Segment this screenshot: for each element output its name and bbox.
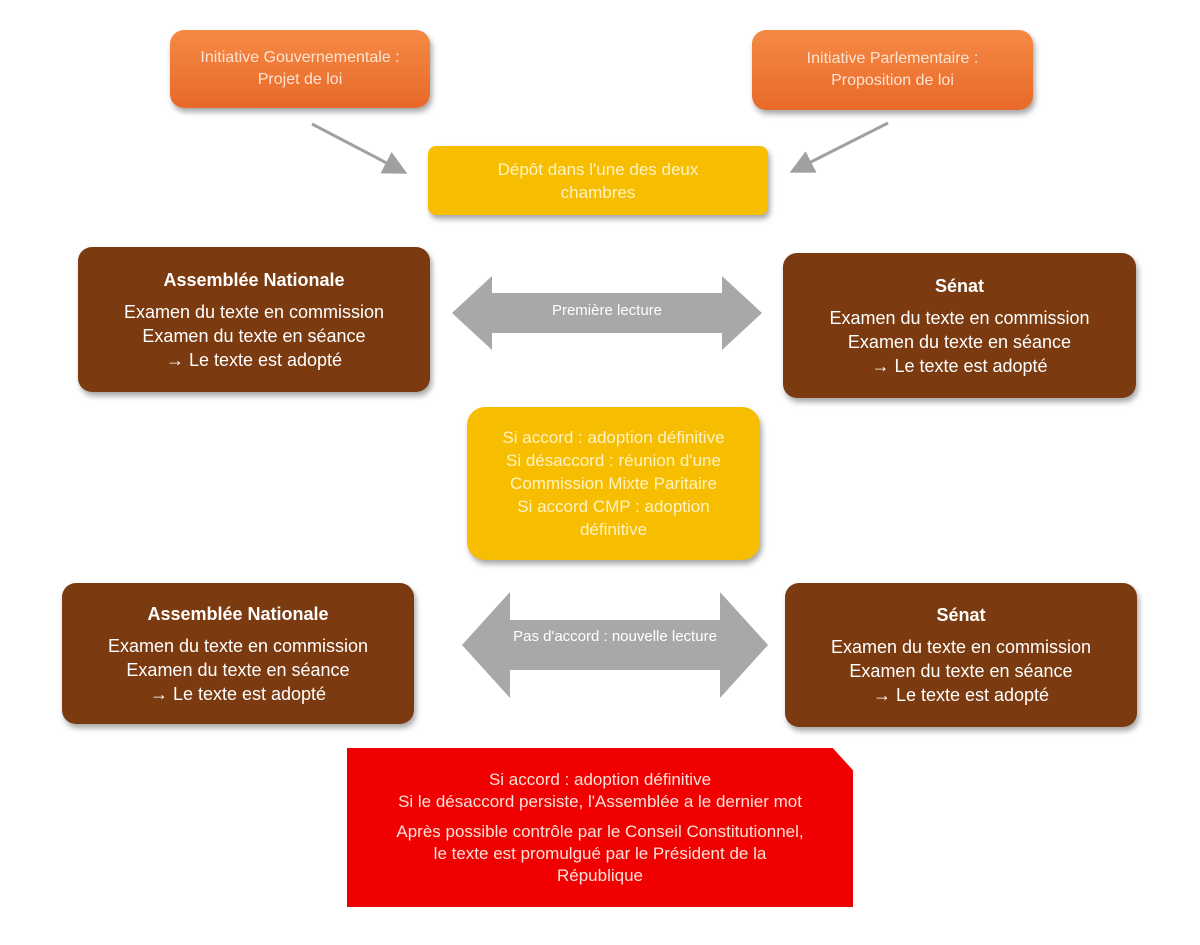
final-line: Si accord : adoption définitive [488,769,712,789]
box-title: Sénat [936,605,986,625]
initiative-parl-line1: Initiative Parlementaire : [806,50,979,67]
box-line: → Le texte est adopté [149,683,327,704]
box-line: → Le texte est adopté [165,349,343,370]
initiative-gov-line1: Initiative Gouvernementale : [200,49,400,66]
arrow-gov-to-depot [311,122,408,174]
box-title: Assemblée Nationale [147,603,329,624]
cmp-line: Commission Mixte Paritaire [510,474,717,493]
cmp-line: définitive [579,520,648,539]
box-line: → Le texte est adopté [871,355,1048,376]
cmp-line: Si accord CMP : adoption [517,497,710,516]
double-arrow-premiere-lecture [452,276,762,350]
box-title: Sénat [934,275,985,296]
box-line: Examen du texte en séance [849,661,1073,681]
final-line: Après possible contrôle par le Conseil C… [396,821,804,841]
cmp-box: Si accord : adoption définitive Si désac… [467,407,760,560]
depot-line2: chambres [560,182,636,202]
initiative-parl-line2: Proposition de loi [831,72,954,89]
box-line: Examen du texte en commission [830,637,1092,657]
box-title: Assemblée Nationale [163,269,345,290]
assemblee-nouvelle-lecture-box: Assemblée Nationale Examen du texte en c… [62,583,414,724]
initiative-gouvernementale-box: Initiative Gouvernementale : Projet de l… [170,30,430,108]
box-line: Examen du texte en séance [126,659,350,680]
box-line: → Le texte est adopté [872,685,1050,705]
final-line: Si le désaccord persiste, l'Assemblée a … [398,791,802,811]
box-line: Examen du texte en commission [107,635,369,656]
final-line: République [556,865,643,885]
senat-premiere-lecture-box: Sénat Examen du texte en commission Exam… [783,253,1136,398]
cmp-line: Si accord : adoption définitive [502,428,725,447]
nouvelle-lecture-label: Pas d'accord : nouvelle lecture [513,628,717,645]
box-line: Examen du texte en séance [847,331,1072,352]
arrow-parl-to-depot [789,121,889,173]
box-line: Examen du texte en commission [123,301,385,322]
box-line: Examen du texte en séance [142,325,366,346]
premiere-lecture-label: Première lecture [551,302,663,319]
assemblee-premiere-lecture-box: Assemblée Nationale Examen du texte en c… [78,247,430,392]
initiative-parlementaire-box: Initiative Parlementaire : Proposition d… [752,30,1033,110]
initiative-gov-line2: Projet de loi [257,71,343,88]
double-arrow-nouvelle-lecture [462,592,768,698]
box-line: Examen du texte en commission [829,307,1090,328]
depot-line1: Dépôt dans l'une des deux [497,159,699,179]
senat-nouvelle-lecture-box: Sénat Examen du texte en commission Exam… [785,583,1137,727]
final-line: le texte est promulgué par le Président … [433,843,767,863]
cmp-line: Si désaccord : réunion d'une [506,451,721,470]
final-adoption-box: Si accord : adoption définitive Si le dé… [347,748,853,907]
depot-box: Dépôt dans l'une des deux chambres [428,146,768,215]
